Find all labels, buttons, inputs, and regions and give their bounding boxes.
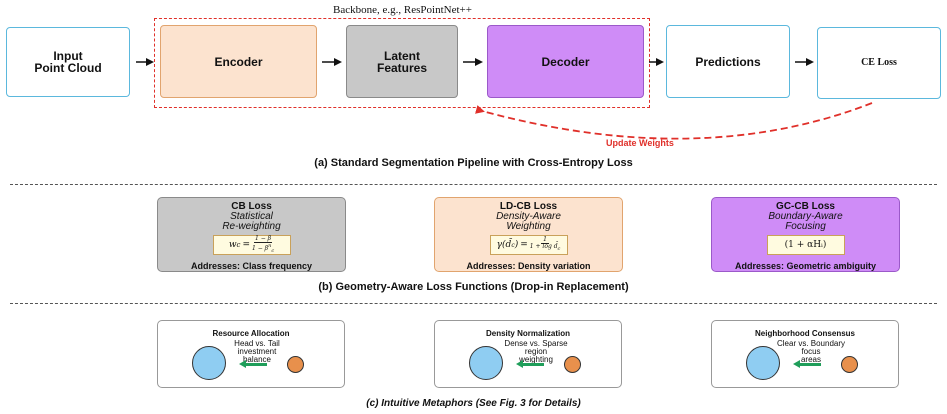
encoder-box: Encoder [160, 25, 317, 98]
tail-class-circle [287, 356, 304, 373]
resource-allocation-subtitle: Head vs. Tail investment balance [234, 339, 280, 364]
encoder-label: Encoder [214, 54, 263, 69]
backbone-label: Backbone, e.g., ResPointNet++ [333, 4, 472, 16]
sparse-region-circle [564, 356, 581, 373]
pipeline-arrows [136, 58, 873, 140]
neighborhood-consensus-panel: Neighborhood Consensus Clear vs. Boundar… [711, 320, 899, 388]
backbone-dashed-frame [154, 18, 650, 108]
caption-c: (c) Intuitive Metaphors (See Fig. 3 for … [366, 398, 581, 409]
boundary-region-circle [841, 356, 858, 373]
input-point-cloud-box: Input Point Cloud [6, 27, 130, 97]
density-normalization-subtitle: Dense vs. Sparse region weighting [504, 339, 568, 364]
caption-a: (a) Standard Segmentation Pipeline with … [314, 157, 633, 169]
ld-cb-loss-subtitle: Density-Aware Weighting [496, 211, 561, 232]
ld-cb-loss-title: LD-CB Loss [499, 201, 558, 212]
clear-region-circle [746, 346, 780, 380]
cb-loss-title: CB Loss [231, 201, 272, 212]
predictions-box: Predictions [666, 25, 790, 98]
density-normalization-title: Density Normalization [485, 329, 570, 338]
divider-1 [10, 184, 937, 185]
ld-cb-loss-addresses: Addresses: Density variation [466, 261, 591, 271]
latent-features-label: Latent Features [376, 48, 428, 75]
ld-cb-loss-formula: γ(d̄c)= 1 1 + log d̄c [489, 235, 568, 255]
neighborhood-consensus-title: Neighborhood Consensus [755, 329, 855, 338]
cb-loss-addresses: Addresses: Class frequency [190, 261, 313, 271]
latent-features-box: Latent Features [346, 25, 458, 98]
resource-allocation-title: Resource Allocation [212, 329, 290, 338]
gc-cb-loss-title: GC-CB Loss [776, 201, 835, 212]
decoder-label: Decoder [541, 54, 590, 69]
update-weights-label: Update Weights [606, 138, 674, 148]
balance-arrow-icon [239, 360, 267, 368]
gc-cb-loss-panel: GC-CB Loss Boundary-Aware Focusing (1 + … [711, 197, 900, 272]
input-point-cloud-label: Input Point Cloud [34, 49, 102, 75]
neighborhood-consensus-subtitle: Clear vs. Boundary focus areas [776, 339, 846, 364]
decoder-box: Decoder [487, 25, 644, 98]
caption-b: (b) Geometry-Aware Loss Functions (Drop-… [318, 281, 629, 293]
normalize-arrow-icon [516, 360, 544, 368]
ce-loss-label: CE Loss [861, 57, 897, 68]
predictions-label: Predictions [695, 54, 761, 69]
focus-arrow-icon [793, 360, 821, 368]
resource-allocation-panel: Resource Allocation Head vs. Tail invest… [157, 320, 345, 388]
cb-loss-subtitle: Statistical Re-weighting [222, 211, 281, 232]
ld-cb-loss-panel: LD-CB Loss Density-Aware Weighting γ(d̄c… [434, 197, 623, 272]
divider-2 [10, 303, 937, 304]
gc-cb-loss-addresses: Addresses: Geometric ambiguity [734, 261, 877, 271]
head-class-circle [192, 346, 226, 380]
density-normalization-panel: Density Normalization Dense vs. Sparse r… [434, 320, 622, 388]
gc-cb-loss-subtitle: Boundary-Aware Focusing [768, 211, 843, 232]
gc-cb-loss-formula: (1 + αHᵢ) [766, 235, 845, 255]
dense-region-circle [469, 346, 503, 380]
update-weights-arrow [475, 102, 873, 140]
ce-loss-box: CE Loss [817, 27, 941, 99]
